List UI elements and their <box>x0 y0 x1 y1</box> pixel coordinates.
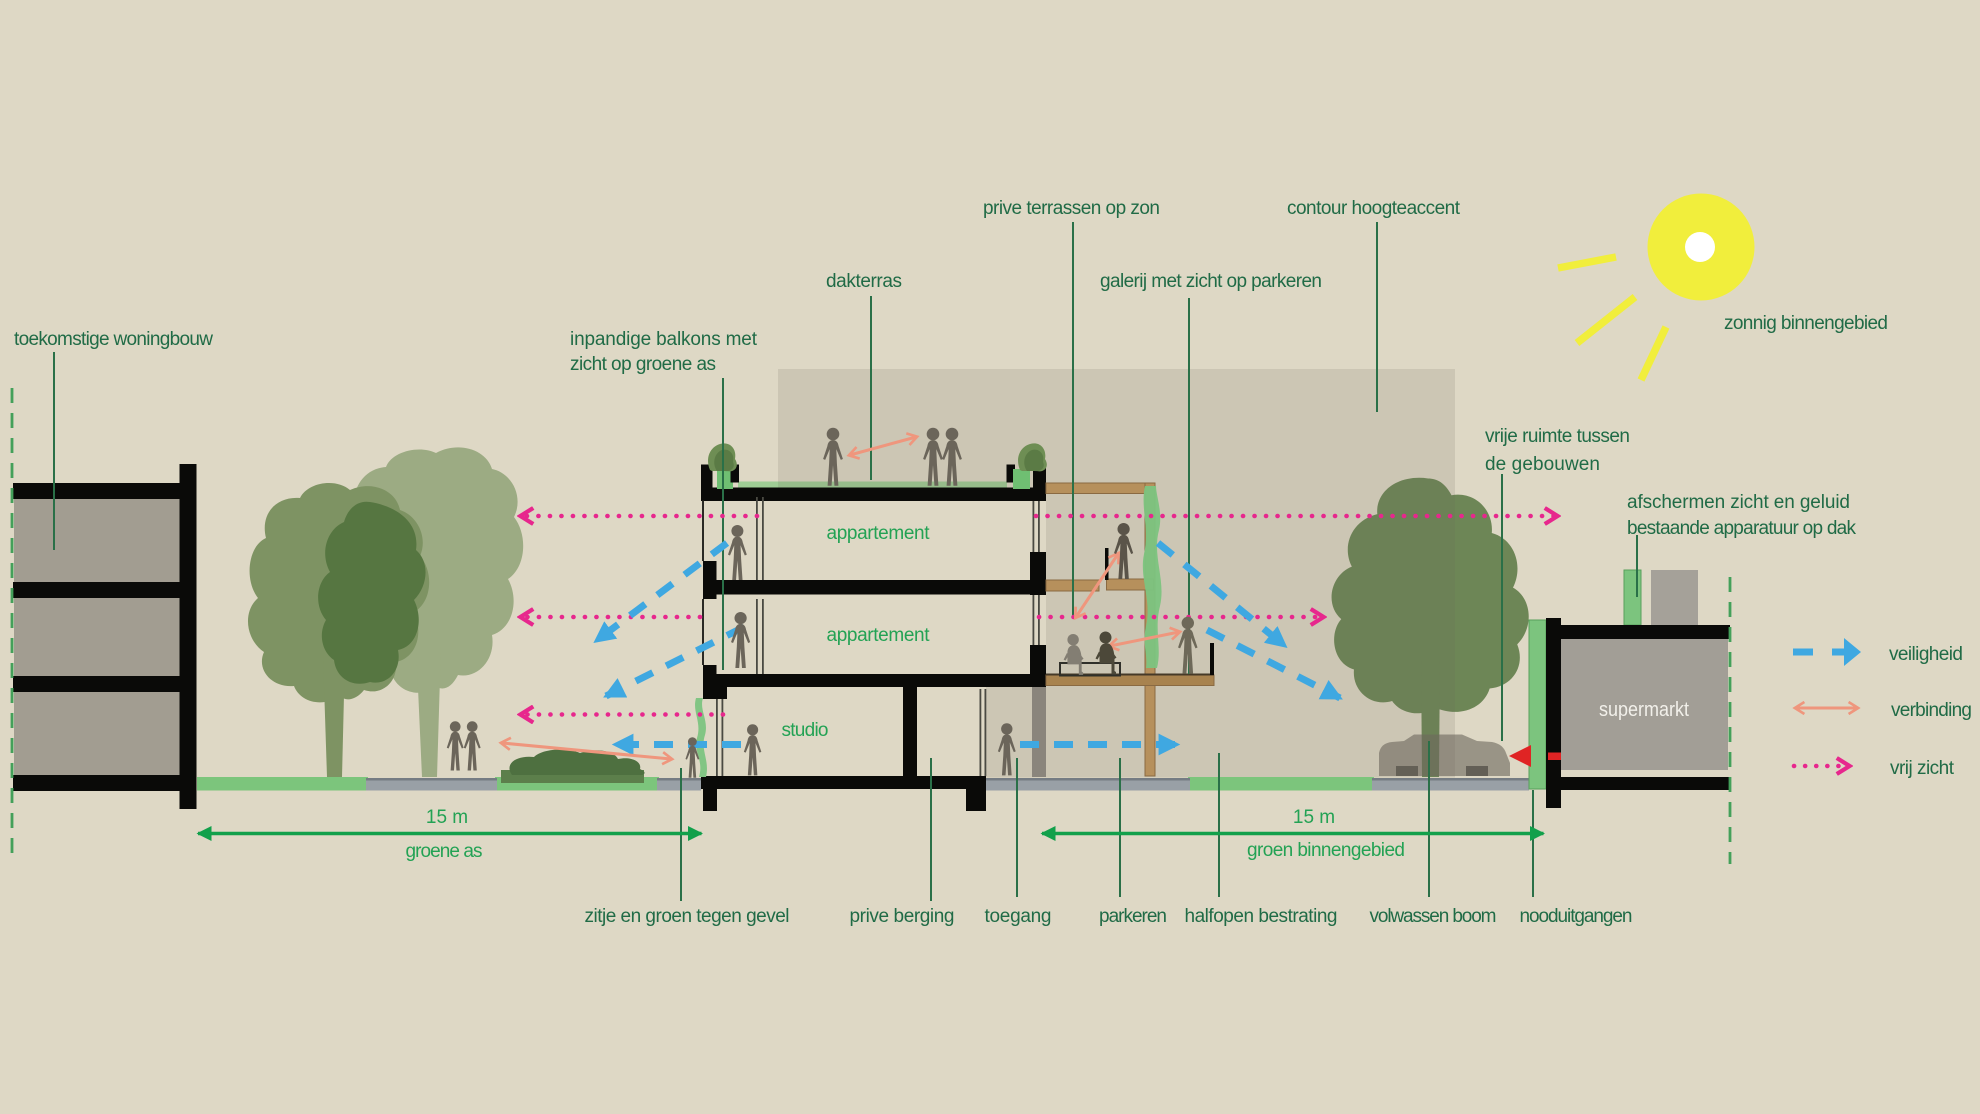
svg-text:zicht op groene as: zicht op groene as <box>570 354 716 375</box>
svg-text:afschermen zicht en geluid: afschermen zicht en geluid <box>1627 492 1850 513</box>
svg-text:prive berging: prive berging <box>850 906 955 927</box>
svg-text:toegang: toegang <box>985 906 1052 927</box>
svg-text:galerij met zicht op parkeren: galerij met zicht op parkeren <box>1100 271 1322 292</box>
svg-text:supermarkt: supermarkt <box>1599 698 1689 721</box>
svg-text:vrije ruimte tussen: vrije ruimte tussen <box>1485 426 1630 447</box>
svg-text:de gebouwen: de gebouwen <box>1485 454 1600 475</box>
svg-text:prive terrassen op zon: prive terrassen op zon <box>983 198 1160 219</box>
svg-text:vrij zicht: vrij zicht <box>1890 758 1955 779</box>
svg-text:bestaande apparatuur op dak: bestaande apparatuur op dak <box>1627 518 1857 539</box>
svg-text:zitje en groen tegen gevel: zitje en groen tegen gevel <box>585 906 790 927</box>
svg-text:appartement: appartement <box>827 523 931 544</box>
svg-text:halfopen bestrating: halfopen bestrating <box>1185 906 1338 927</box>
svg-text:studio: studio <box>782 720 829 741</box>
svg-text:toekomstige woningbouw: toekomstige woningbouw <box>14 329 213 350</box>
svg-text:groen binnengebied: groen binnengebied <box>1247 840 1405 861</box>
svg-text:contour hoogteaccent: contour hoogteaccent <box>1287 198 1461 219</box>
svg-text:appartement: appartement <box>827 625 931 646</box>
svg-text:15 m: 15 m <box>426 807 468 828</box>
svg-text:groene as: groene as <box>406 841 483 862</box>
svg-text:parkeren: parkeren <box>1099 906 1167 927</box>
svg-text:dakterras: dakterras <box>826 271 902 292</box>
svg-text:verbinding: verbinding <box>1891 700 1972 721</box>
svg-text:zonnig binnengebied: zonnig binnengebied <box>1724 313 1888 334</box>
svg-text:inpandige balkons met: inpandige balkons met <box>570 329 758 350</box>
svg-text:15 m: 15 m <box>1293 807 1335 828</box>
svg-text:volwassen boom: volwassen boom <box>1370 906 1497 927</box>
svg-text:nooduitgangen: nooduitgangen <box>1520 906 1633 927</box>
svg-text:veiligheid: veiligheid <box>1889 644 1963 665</box>
